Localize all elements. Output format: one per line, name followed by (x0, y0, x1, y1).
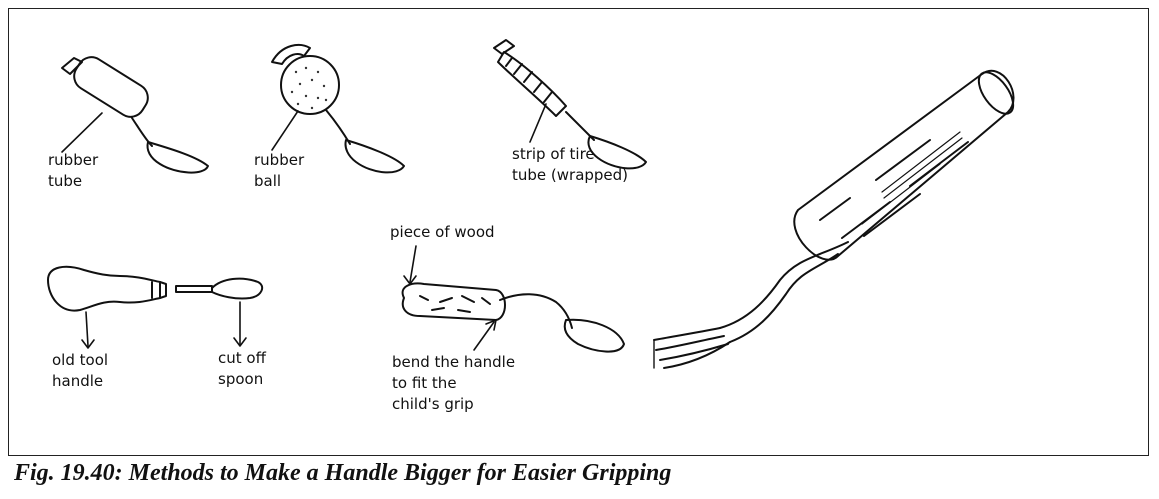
label-line: handle (52, 371, 108, 392)
cut-off-spoon-drawing (176, 279, 262, 346)
label-tire-strip: strip of tire tube (wrapped) (512, 144, 628, 186)
label-line: rubber (254, 150, 304, 171)
label-line: to fit the (392, 373, 515, 394)
label-cut-off-spoon: cut off spoon (218, 348, 266, 390)
label-line: spoon (218, 369, 266, 390)
label-line: bend the handle (392, 352, 515, 373)
label-line: cut off (218, 348, 266, 369)
label-piece-of-wood: piece of wood (390, 222, 495, 243)
label-rubber-tube: rubber tube (48, 150, 98, 192)
label-line: ball (254, 171, 304, 192)
label-old-tool-handle: old tool handle (52, 350, 108, 392)
old-tool-handle-drawing (48, 267, 166, 348)
label-line: rubber (48, 150, 98, 171)
label-bend-the-handle: bend the handle to fit the child's grip (392, 352, 515, 415)
label-rubber-ball: rubber ball (254, 150, 304, 192)
label-line: piece of wood (390, 222, 495, 243)
figure-caption: Fig. 19.40: Methods to Make a Handle Big… (14, 460, 671, 487)
label-line: child's grip (392, 394, 515, 415)
wood-handle-spoon-drawing (403, 246, 624, 352)
label-line: old tool (52, 350, 108, 371)
fork-in-wood-drawing (654, 67, 1020, 368)
label-line: tube (wrapped) (512, 165, 628, 186)
label-line: tube (48, 171, 98, 192)
label-line: strip of tire (512, 144, 628, 165)
